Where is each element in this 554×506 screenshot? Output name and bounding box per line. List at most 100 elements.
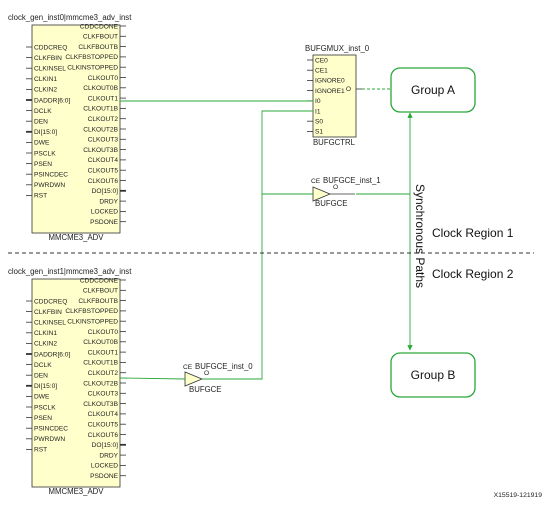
group-a: Group A — [390, 67, 476, 113]
mmcmBot-pin-cddcreq: CDDCREQ — [34, 298, 67, 305]
mmcmTop-pin-dwe: DWE — [34, 140, 50, 147]
mmcmTop-pin-di-15-0: DI[15:0] — [34, 129, 57, 136]
mmcmBot-pin-clkinsel: CLKINSEL — [34, 320, 66, 327]
mmcm-top-type-label: MMCME3_ADV — [48, 233, 104, 242]
bufgmux-pin-s0: S0 — [315, 119, 323, 126]
bufgmux-pin-ce0: CE0 — [315, 57, 328, 64]
mmcmBot-pin-clkout0b: CLKOUT0B — [83, 339, 118, 346]
group-a-label: Group A — [411, 83, 455, 97]
bufgce-top-instance-name: BUFGCE_inst_1 — [323, 176, 381, 185]
mmcmBot-pin-psen: PSEN — [34, 415, 52, 422]
mmcmBot-pin-pwrdwn: PWRDWN — [34, 436, 65, 443]
mmcm-bottom-right-pins: CDDCDONECLKFBOUTCLKFBOUTBCLKFBSTOPPEDCLK… — [65, 277, 126, 480]
mmcmBot-pin-den: DEN — [34, 373, 48, 380]
mmcm-top-body — [31, 24, 121, 234]
bufgmux-body — [312, 54, 357, 138]
clock-region-2-label: Clock Region 2 — [432, 267, 514, 281]
mmcmTop-pin-daddr-6-0: DADDR[6:0] — [34, 97, 70, 104]
mmcm-top-block: clock_gen_inst0|mmcme3_adv_inst CDDCREQC… — [8, 13, 132, 242]
mmcm-bottom-block: clock_gen_inst1|mmcme3_adv_inst CDDCREQC… — [8, 267, 132, 496]
mmcmTop-pin-cddcdone: CDDCDONE — [80, 23, 119, 30]
mmcmBot-pin-clkfbout: CLKFBOUT — [83, 288, 118, 295]
group-a-box — [390, 67, 476, 113]
mmcmTop-pin-rst: RST — [34, 193, 47, 200]
mmcmBot-pin-daddr-6-0: DADDR[6:0] — [34, 351, 70, 358]
mmcmBot-pin-di-15-0: DI[15:0] — [34, 383, 57, 390]
figure-id: X15519-121919 — [494, 492, 543, 499]
mmcmBot-pin-psclk: PSCLK — [34, 404, 56, 411]
mmcmBot-pin-clkin1: CLKIN1 — [34, 330, 57, 337]
bufgce-top-o-label: O — [333, 184, 338, 191]
bufgce-bottom-o-label: O — [204, 370, 209, 377]
mmcmBot-pin-clkin2: CLKIN2 — [34, 341, 57, 348]
mmcmBot-pin-clkout3b: CLKOUT3B — [83, 401, 118, 408]
mmcm-bottom-body — [31, 278, 121, 488]
bufgmux-out-pin: O — [346, 86, 351, 93]
mmcmTop-pin-clkout0: CLKOUT0 — [88, 75, 119, 82]
bufgmux-pin-i0: I0 — [315, 98, 321, 105]
mmcm-bottom-left-pins: CDDCREQ CLKFBIN CLKINSEL CLKIN1CLKIN2DADDR[… — [26, 298, 70, 454]
mmcmBot-pin-cddcdone: CDDCDONE — [80, 277, 119, 284]
bufgce-bottom-type-label: BUFGCE — [189, 385, 222, 394]
mmcmBot-pin-locked: LOCKED — [91, 463, 118, 470]
mmcmBot-pin-clkfbin: CLKFBIN — [34, 309, 62, 316]
bufgce-bottom-instance-name: BUFGCE_inst_0 — [195, 362, 253, 371]
mmcmTop-pin-clkout4: CLKOUT4 — [88, 157, 119, 164]
mmcmTop-pin-drdy: DRDY — [99, 198, 118, 205]
mmcmTop-pin-clkin2: CLKIN2 — [34, 87, 57, 94]
mmcmTop-pin-clkin1: CLKIN1 — [34, 76, 57, 83]
mmcmBot-pin-clkfboutb: CLKFBOUTB — [78, 298, 118, 305]
mmcmTop-pin-clkfbin: CLKFBIN — [34, 55, 62, 62]
mmcmTop-pin-dclk: DCLK — [34, 108, 52, 115]
bufgmux-type-label: BUFGCTRL — [313, 138, 356, 147]
mmcmBot-pin-clkout0: CLKOUT0 — [88, 329, 119, 336]
mmcmBot-pin-clkout3: CLKOUT3 — [88, 391, 119, 398]
mmcmTop-pin-clkout6: CLKOUT6 — [88, 178, 119, 185]
mmcmTop-pin-clkinstopped: CLKINSTOPPED — [67, 65, 118, 72]
mmcmTop-pin-clkout0b: CLKOUT0B — [83, 85, 118, 92]
mmcmTop-pin-clkout2b: CLKOUT2B — [83, 126, 118, 133]
bufgce-bottom-block: CE BUFGCE_inst_0 I O BUFGCE — [183, 362, 253, 394]
mmcmTop-pin-clkout2: CLKOUT2 — [88, 116, 119, 123]
clock-region-1-label: Clock Region 1 — [432, 226, 514, 240]
mmcmBot-pin-clkout6: CLKOUT6 — [88, 432, 119, 439]
mmcmTop-pin-clkfboutb: CLKFBOUTB — [78, 44, 118, 51]
mmcmBot-pin-clkout2: CLKOUT2 — [88, 370, 119, 377]
mmcmBot-pin-dclk: DCLK — [34, 362, 52, 369]
bufgmux-block: BUFGMUX_inst_0 CE0CE1IGNORE0IGNORE1I0I1S… — [305, 44, 370, 147]
mmcmTop-pin-clkout1b: CLKOUT1B — [83, 106, 118, 113]
bufgmux-pin-i1: I1 — [315, 108, 321, 115]
bufgce-bottom-ce-label: CE — [183, 364, 193, 371]
mmcmBot-pin-dwe: DWE — [34, 394, 50, 401]
wire-clkout2-to-bufgce-bottom — [119, 377, 186, 380]
mmcmBot-pin-clkout4: CLKOUT4 — [88, 411, 119, 418]
bufgce-top-type-label: BUFGCE — [315, 199, 348, 208]
group-b-label: Group B — [411, 368, 456, 382]
mmcmTop-pin-clkout5: CLKOUT5 — [88, 168, 119, 175]
bufgmux-pin-s1: S1 — [315, 129, 323, 136]
mmcmBot-pin-rst: RST — [34, 447, 47, 454]
synchronous-paths-label: Synchronous Paths — [413, 184, 427, 288]
bufgmux-pin-ce1: CE1 — [315, 68, 328, 75]
wire-bufgce-bottom-to-i1 — [202, 110, 313, 380]
mmcmTop-pin-pwrdwn: PWRDWN — [34, 182, 65, 189]
mmcmTop-pin-clkfbout: CLKFBOUT — [83, 34, 118, 41]
mmcm-top-left-pins: CDDCREQCLKFBINCLKINSELCLKIN1CLKIN2DADDR[… — [26, 44, 70, 200]
bufgce-top-block: CE BUFGCE_inst_1 I O BUFGCE — [311, 176, 381, 208]
mmcmBot-pin-drdy: DRDY — [99, 452, 118, 459]
group-b: Group B — [390, 352, 476, 398]
mmcmBot-pin-psincdec: PSINCDEC — [34, 426, 68, 433]
mmcmBot-pin-clkout1: CLKOUT1 — [88, 349, 119, 356]
mmcmBot-pin-clkout5: CLKOUT5 — [88, 422, 119, 429]
mmcmBot-pin-clkout2b: CLKOUT2B — [83, 380, 118, 387]
mmcm-top-right-pins: CDDCDONECLKFBOUTCLKFBOUTBCLKFBSTOPPEDCLK… — [65, 23, 126, 226]
mmcmTop-pin-locked: LOCKED — [91, 209, 118, 216]
mmcmTop-pin-psen: PSEN — [34, 161, 52, 168]
mmcm-bottom-type-label: MMCME3_ADV — [48, 487, 104, 496]
mmcm-top-instance-name: clock_gen_inst0|mmcme3_adv_inst — [8, 13, 132, 22]
mmcmTop-pin-clkout3: CLKOUT3 — [88, 137, 119, 144]
bufgmux-pin-ignore1: IGNORE1 — [315, 88, 345, 95]
bufgmux-pin-ignore0: IGNORE0 — [315, 78, 345, 85]
